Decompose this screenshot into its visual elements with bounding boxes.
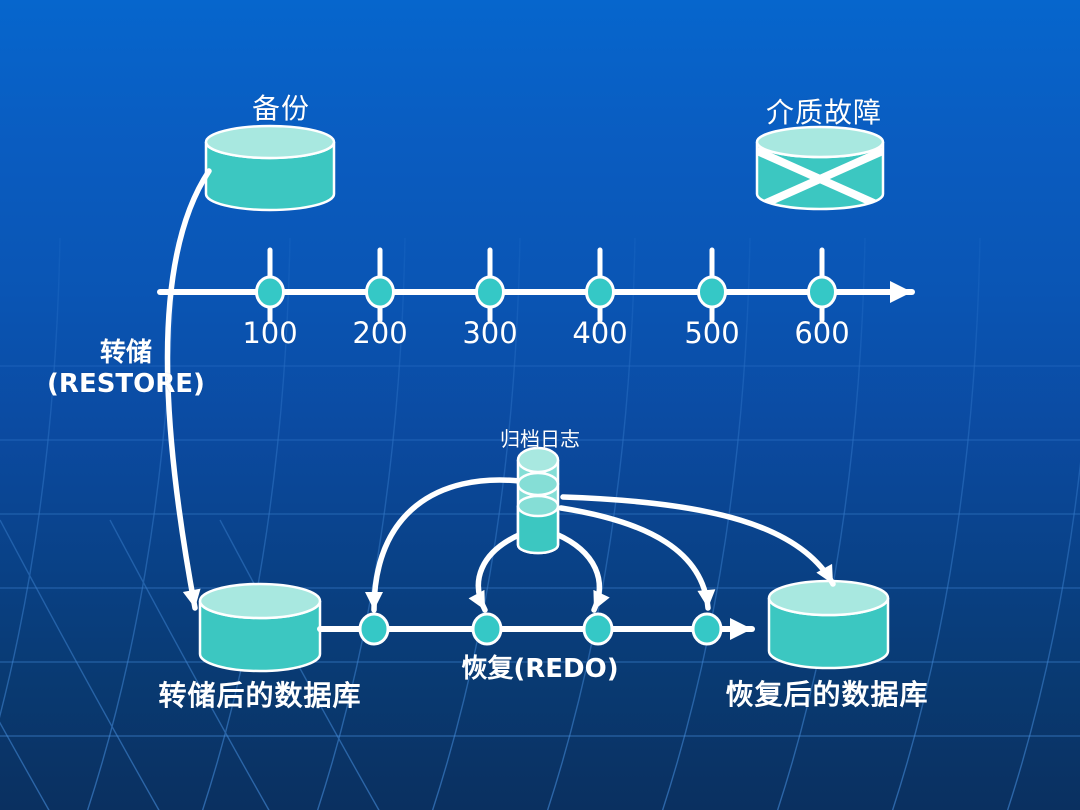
timeline-tick-label-600: 600 xyxy=(794,316,850,350)
archive-log-label: 归档日志 xyxy=(500,427,580,451)
media-failure-label: 介质故障 xyxy=(765,96,883,129)
timeline-tick-label-200: 200 xyxy=(352,316,408,350)
archive-log-stack-cylinder-icon xyxy=(516,446,560,555)
recovered-database-cylinder-icon xyxy=(767,579,890,670)
timeline-event-dots xyxy=(255,275,837,309)
timeline-tick-label-500: 500 xyxy=(684,316,740,350)
recovered-db-label: 恢复后的数据库 xyxy=(725,678,929,711)
restored-database-cylinder-icon xyxy=(198,582,322,673)
restore-label-line2: (RESTORE) xyxy=(47,369,205,399)
archive-log-apply-arrows xyxy=(365,477,836,613)
restored-db-label: 转储后的数据库 xyxy=(158,679,362,712)
backup-label: 备份 xyxy=(251,92,311,125)
media-failure-database-cylinder-icon xyxy=(755,125,885,211)
timeline-tick-marks xyxy=(267,247,825,323)
timeline xyxy=(157,247,915,323)
timeline-tick-label-100: 100 xyxy=(242,316,298,350)
timeline-tick-label-300: 300 xyxy=(462,316,518,350)
timeline-tick-label-400: 400 xyxy=(572,316,628,350)
failure-x-cross-icon xyxy=(757,146,883,209)
meridian-lines xyxy=(0,237,1080,810)
restore-label-line1: 转储 xyxy=(99,338,152,368)
restore-curve-arrow xyxy=(164,168,212,611)
globe-grid-background xyxy=(0,237,1080,810)
backup-database-cylinder-icon xyxy=(204,124,336,212)
redo-label: 恢复(REDO) xyxy=(461,654,619,684)
restore-label: 转储 (RESTORE) xyxy=(47,338,205,400)
redo-event-dots xyxy=(358,612,723,646)
